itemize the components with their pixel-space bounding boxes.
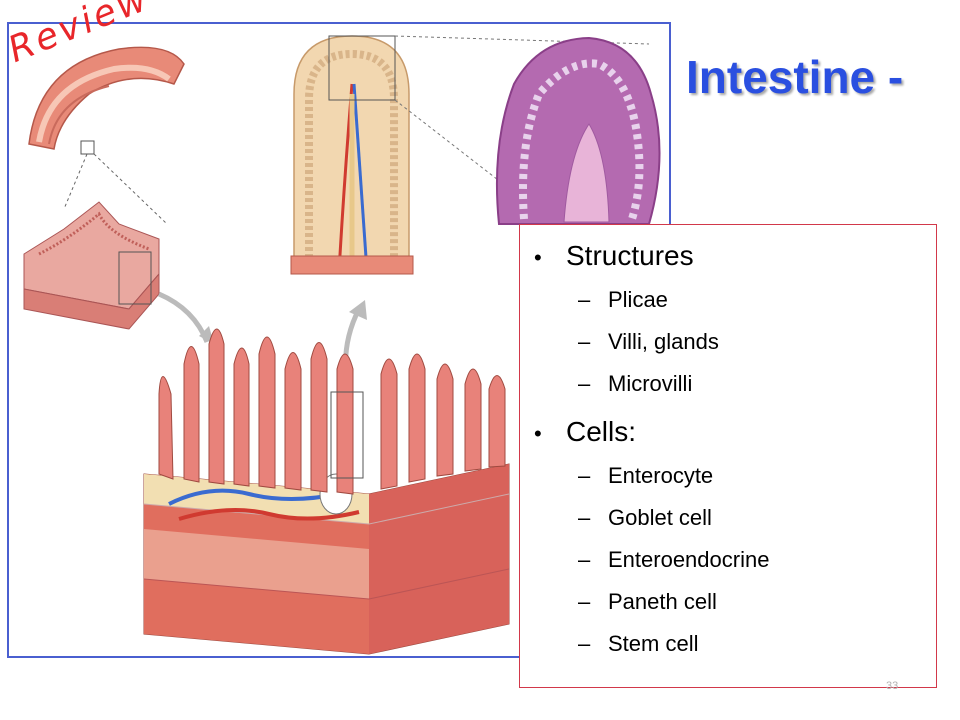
dash-icon: –: [578, 547, 591, 572]
content-box: • Structures –Plicae –Villi, glands –Mic…: [519, 224, 937, 688]
intestine-illustration: [23, 35, 661, 655]
sub-item: –Microvilli: [566, 363, 936, 405]
villus-drawing: [290, 35, 414, 275]
dash-icon: –: [578, 589, 591, 614]
bullet-dot-icon: •: [534, 421, 542, 446]
sub-item: –Plicae: [566, 279, 936, 321]
intestine-tube-drawing: [28, 46, 185, 155]
villi-row-drawing: [158, 328, 506, 495]
sub-item: –Villi, glands: [566, 321, 936, 363]
sub-item: –Paneth cell: [566, 581, 936, 623]
sub-item-label: Villi, glands: [608, 329, 719, 354]
intestinal-wall-block-drawing: [143, 463, 510, 655]
bullet-label: Structures: [566, 240, 694, 271]
slide-title: Intestine -: [686, 51, 904, 103]
sub-list: –Plicae –Villi, glands –Microvilli: [566, 279, 936, 405]
sub-item: –Stem cell: [566, 623, 936, 665]
sub-item: –Goblet cell: [566, 497, 936, 539]
sub-item-label: Paneth cell: [608, 589, 717, 614]
bullet-list: • Structures –Plicae –Villi, glands –Mic…: [520, 225, 936, 665]
bullet-label: Cells:: [566, 416, 637, 447]
sub-item-label: Stem cell: [608, 631, 699, 656]
sub-item-label: Goblet cell: [608, 505, 712, 530]
dash-icon: –: [578, 371, 591, 396]
intestine-illustration-frame: [7, 22, 671, 658]
sub-item: –Enterocyte: [566, 455, 936, 497]
dash-icon: –: [578, 505, 591, 530]
sub-item-label: Plicae: [608, 287, 668, 312]
sub-item: –Enteroendocrine: [566, 539, 936, 581]
bullet-item: • Structures –Plicae –Villi, glands –Mic…: [520, 233, 936, 405]
page-number: 33: [886, 680, 899, 692]
sub-list: –Enterocyte –Goblet cell –Enteroendocrin…: [566, 455, 936, 665]
sub-item-label: Enterocyte: [608, 463, 714, 488]
mucosa-section-drawing: [23, 201, 160, 330]
villus-micrograph: [495, 36, 661, 225]
bullet-item: • Cells: –Enterocyte –Goblet cell –Enter…: [520, 409, 936, 665]
dash-icon: –: [578, 287, 591, 312]
sub-item-label: Microvilli: [608, 371, 693, 396]
bullet-dot-icon: •: [534, 245, 542, 270]
sub-item-label: Enteroendocrine: [608, 547, 770, 572]
dash-icon: –: [578, 631, 591, 656]
dash-icon: –: [578, 463, 591, 488]
dash-icon: –: [578, 329, 591, 354]
